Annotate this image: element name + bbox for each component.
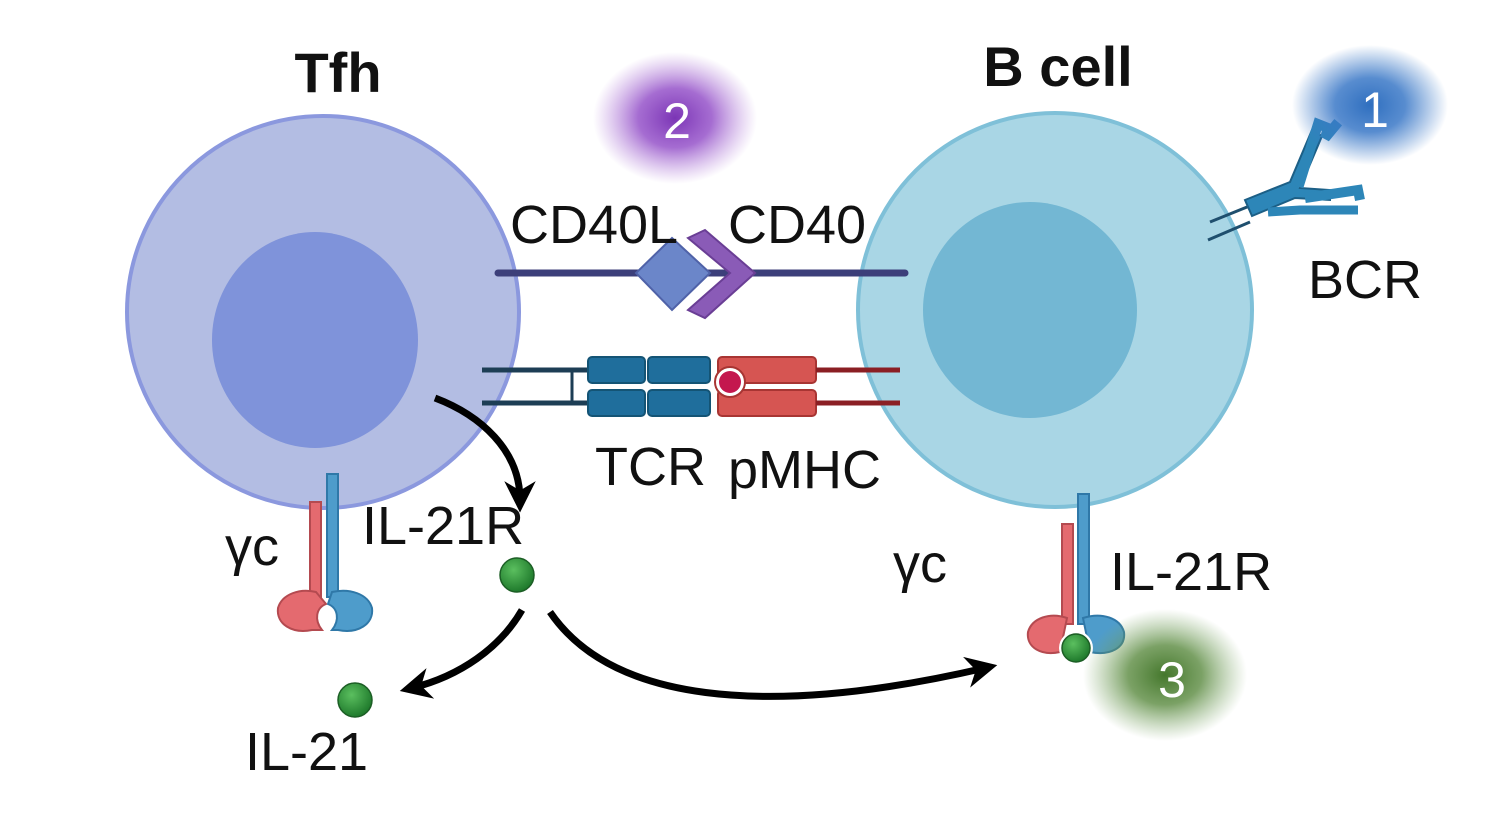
il21-molecule-autocrine xyxy=(337,682,373,718)
bcell-il21r-label: IL-21R xyxy=(1110,542,1272,602)
cd40l-cd40-complex xyxy=(494,228,909,320)
badge-3-number: 3 xyxy=(1158,652,1186,708)
cd40l-label: CD40L xyxy=(510,195,678,255)
badge-2-number: 2 xyxy=(663,93,691,149)
cd40l-molecule xyxy=(634,236,712,312)
badge-3: 3 xyxy=(1083,609,1247,741)
b-cell-nucleus xyxy=(923,202,1137,418)
tfh-gamma-chain xyxy=(309,501,322,598)
bcell-il21r-chain xyxy=(1077,493,1090,625)
tcr-label: TCR xyxy=(595,437,706,497)
tfh-nucleus xyxy=(212,232,418,448)
autocrine-arrow xyxy=(399,608,526,699)
paracrine-arrow xyxy=(547,610,998,700)
cd40-molecule xyxy=(686,228,757,320)
tfh-title: Tfh xyxy=(294,41,381,104)
il21-label: IL-21 xyxy=(245,722,368,782)
badge-1: 1 xyxy=(1292,45,1448,165)
b-cell xyxy=(856,111,1254,509)
bound-il21 xyxy=(1061,633,1091,663)
cd40-label: CD40 xyxy=(728,195,866,255)
bcell-title: B cell xyxy=(983,35,1132,98)
tfh-gamma-c-label: γc xyxy=(225,517,279,577)
il21-molecule-secreted xyxy=(499,557,535,593)
peptide xyxy=(719,371,741,393)
badge-1-number: 1 xyxy=(1361,82,1389,138)
tfh-il21r-label: IL-21R xyxy=(362,496,524,556)
secretion-arrow xyxy=(433,394,536,513)
badge-2: 2 xyxy=(593,52,757,184)
tfh-il21-receptor xyxy=(276,473,374,632)
tfh-cell xyxy=(125,114,521,510)
bcr-label: BCR xyxy=(1308,250,1422,310)
tfh-il21r-chain xyxy=(326,473,339,598)
badge-3-glow xyxy=(1083,609,1247,741)
bcell-gamma-chain xyxy=(1061,523,1074,625)
tcr-molecule xyxy=(587,356,711,417)
bcell-gamma-c-label: γc xyxy=(893,534,947,594)
pmhc-label: pMHC xyxy=(728,440,881,500)
badge-1-glow xyxy=(1292,45,1448,165)
tcr-pmhc-complex xyxy=(482,356,900,417)
badge-2-glow xyxy=(593,52,757,184)
